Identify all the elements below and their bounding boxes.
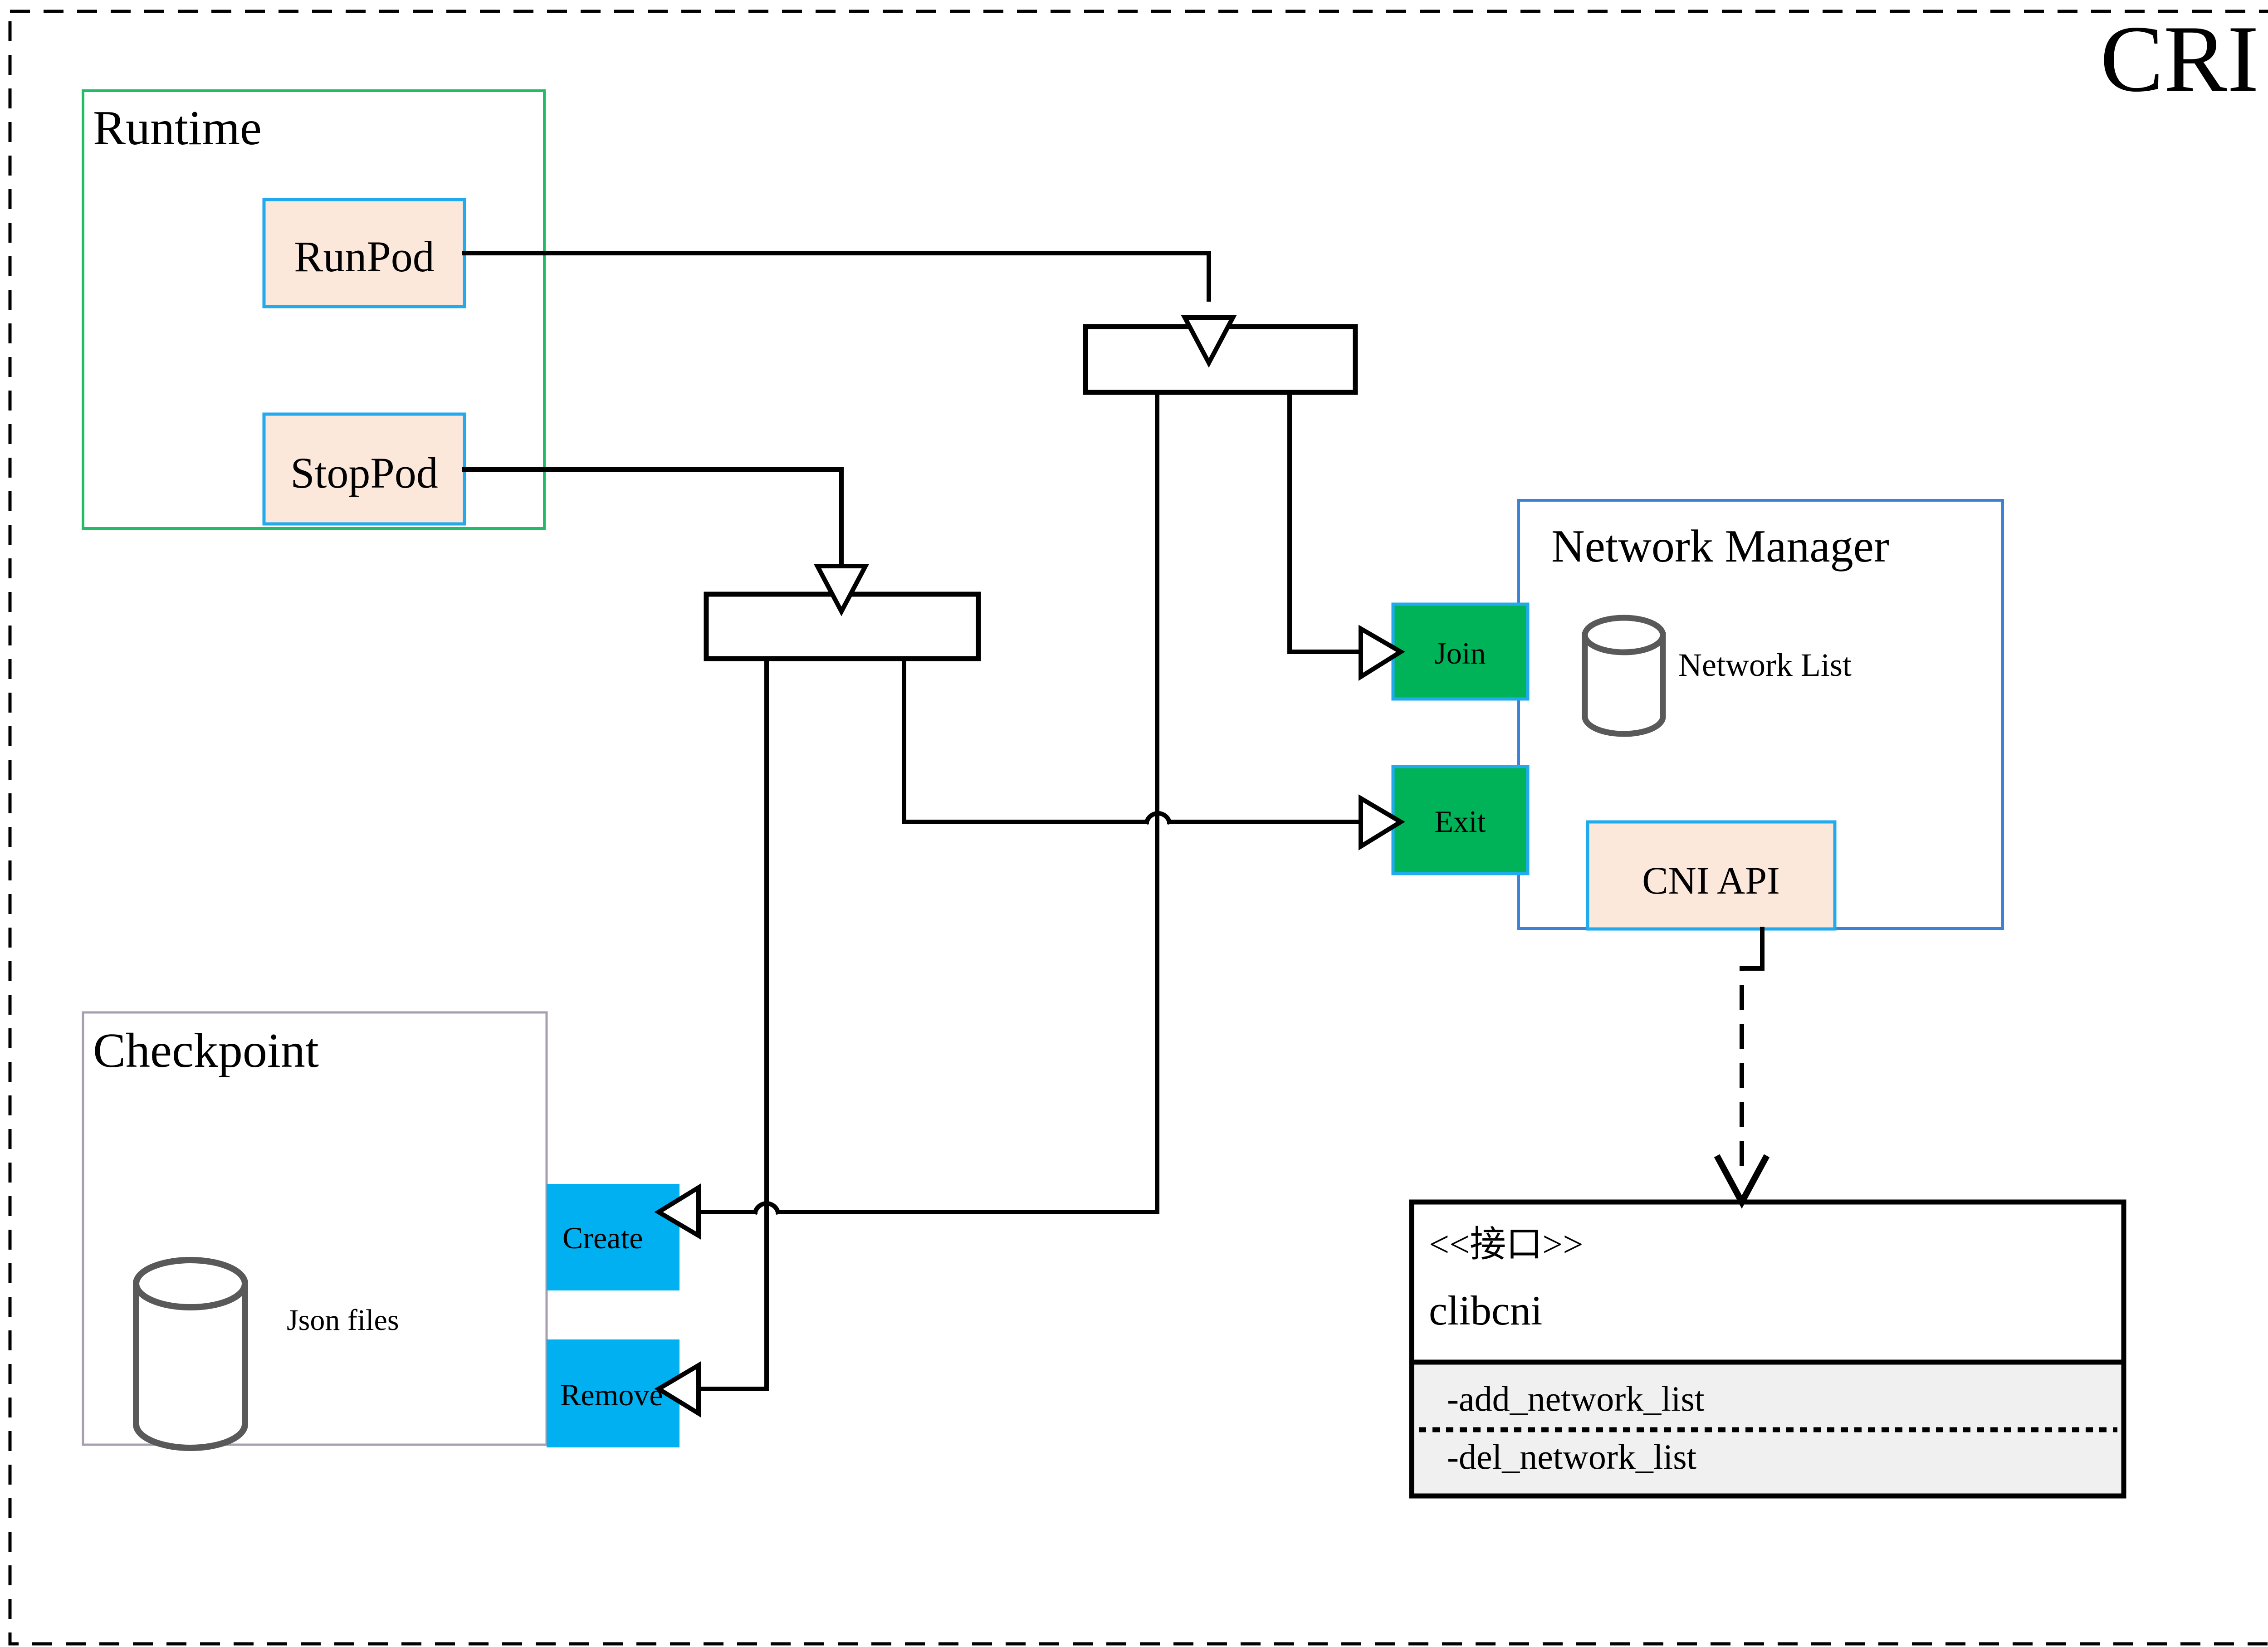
line-hop-exit-over-vertical [1144, 811, 1173, 825]
json-files-label: Json files [287, 1304, 399, 1337]
checkpoint-group-label: Checkpoint [93, 1024, 319, 1078]
page-title: CRI [2100, 6, 2259, 112]
connector-top-fork-right-leg-to-join [1287, 390, 1363, 654]
connector-stoppod-to-mid-junction [462, 467, 844, 569]
clibcni-operation-add: -add_network_list [1447, 1379, 1705, 1418]
stoppod-label: StopPod [290, 449, 438, 497]
json-files-cylinder-icon [133, 1257, 248, 1451]
connector-cni-api-to-clibcni-dashed [1740, 966, 1765, 1177]
network-list-label: Network List [1678, 647, 1852, 683]
connector-runpod-to-top-junction [462, 251, 1211, 302]
line-hop-create-over-vertical [752, 1201, 781, 1215]
network-list-cylinder-icon [1582, 615, 1666, 737]
runpod-box[interactable] [262, 198, 466, 308]
remove-box[interactable] [547, 1339, 679, 1447]
clibcni-stereotype: <<接口>> [1429, 1225, 1583, 1265]
stoppod-box[interactable] [262, 412, 466, 526]
runtime-group-box [82, 89, 546, 530]
outer-frame [8, 10, 2268, 1646]
arrowhead-realization-into-clibcni [1714, 1154, 1770, 1209]
arrowhead-into-join [1359, 625, 1405, 681]
exit-port-box[interactable] [1391, 765, 1530, 875]
arrowhead-into-top-fork [1181, 315, 1237, 368]
arrowhead-into-create [654, 1183, 701, 1240]
remove-label: Remove [560, 1378, 663, 1412]
create-label: Create [562, 1221, 643, 1255]
join-port-box[interactable] [1391, 602, 1530, 701]
create-box[interactable] [547, 1184, 679, 1290]
runtime-group-label: Runtime [93, 101, 262, 155]
arrowhead-into-mid-fork [813, 564, 870, 616]
cni-api-box[interactable] [1586, 820, 1837, 931]
cni-api-label: CNI API [1642, 859, 1779, 902]
runpod-label: RunPod [294, 232, 434, 281]
clibcni-operation-del: -del_network_list [1447, 1437, 1697, 1476]
network-manager-label: Network Manager [1551, 521, 1889, 572]
clibcni-name: clibcni [1429, 1287, 1542, 1334]
arrowhead-into-exit [1359, 794, 1405, 850]
join-label: Join [1434, 636, 1486, 670]
arrowhead-into-remove [654, 1361, 701, 1417]
connector-mid-fork-right-leg-to-exit [902, 656, 1149, 824]
exit-label: Exit [1434, 804, 1486, 839]
